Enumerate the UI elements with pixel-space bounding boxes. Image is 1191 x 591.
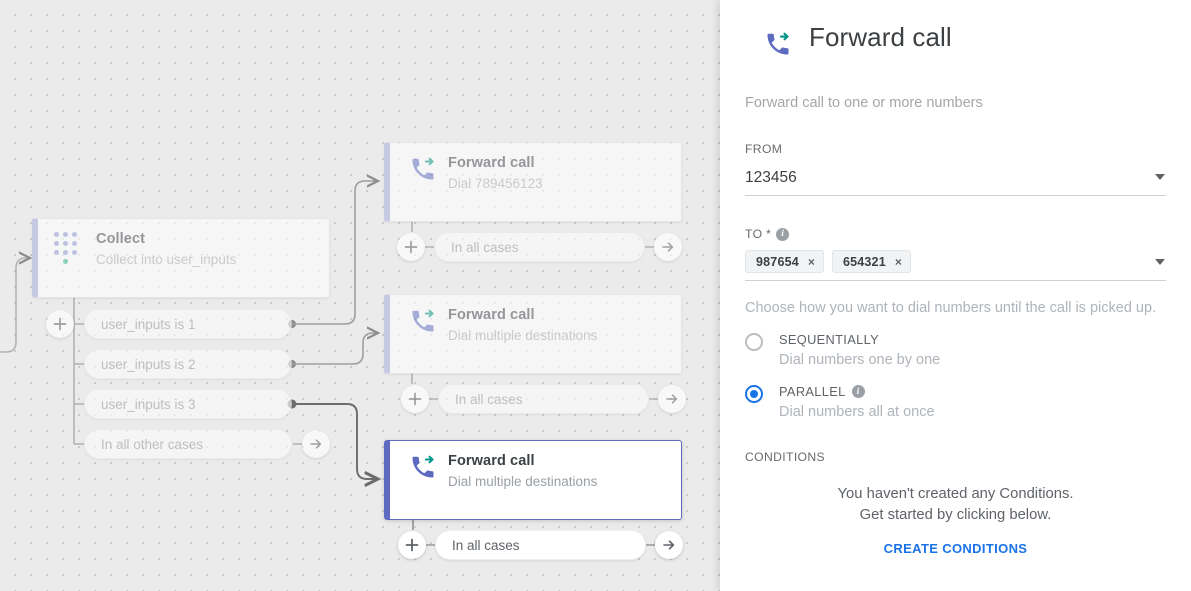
case-pill-2[interactable]: In all cases: [438, 384, 649, 414]
chevron-down-icon[interactable]: [1155, 259, 1165, 265]
empty-line-1: You haven't created any Conditions.: [837, 486, 1074, 502]
flow-canvas[interactable]: Collect Collect into user_inputs Forward…: [0, 0, 720, 591]
goto-button-1[interactable]: [654, 233, 682, 261]
case-label: In all cases: [451, 240, 519, 255]
case-label: In all cases: [452, 538, 520, 553]
dial-option-parallel[interactable]: PARALLEL i Dial numbers all at once: [745, 384, 1166, 420]
chevron-down-icon[interactable]: [1155, 174, 1165, 180]
create-conditions-link[interactable]: CREATE CONDITIONS: [883, 541, 1028, 556]
to-chip[interactable]: 654321 ×: [831, 250, 911, 273]
forward-call-icon: [408, 307, 438, 335]
from-value: 123456: [745, 169, 797, 186]
branch-label: user_inputs is 1: [101, 317, 196, 332]
dial-hint: Choose how you want to dial numbers unti…: [745, 300, 1157, 316]
forward-call-icon: [408, 155, 438, 183]
node-subtitle: Dial 789456123: [448, 176, 543, 191]
dialpad-icon: [54, 232, 84, 264]
close-icon[interactable]: ×: [807, 254, 815, 269]
goto-button-branch-other[interactable]: [302, 430, 330, 458]
node-subtitle: Dial multiple destinations: [448, 328, 598, 343]
add-step-button-1[interactable]: [397, 233, 425, 261]
branch-label: user_inputs is 2: [101, 357, 196, 372]
case-pill-3[interactable]: In all cases: [435, 530, 646, 560]
info-icon[interactable]: i: [851, 385, 865, 398]
node-title: Forward call: [448, 307, 535, 323]
chip-value: 987654: [756, 254, 799, 269]
dial-option-sequentially[interactable]: SEQUENTIALLY Dial numbers one by one: [745, 332, 1166, 368]
add-step-button-3[interactable]: [398, 531, 426, 559]
node-forward-call-1[interactable]: Forward call Dial 789456123: [384, 142, 682, 222]
goto-button-3[interactable]: [655, 531, 683, 559]
node-title: Forward call: [448, 155, 535, 171]
branch-pill-1[interactable]: user_inputs is 1: [84, 309, 292, 339]
goto-button-2[interactable]: [658, 385, 686, 413]
close-icon[interactable]: ×: [894, 254, 902, 269]
case-pill-1[interactable]: In all cases: [434, 232, 645, 262]
node-forward-call-2[interactable]: Forward call Dial multiple destinations: [384, 294, 682, 374]
radio-label: PARALLEL: [779, 384, 846, 399]
add-step-button-2[interactable]: [401, 385, 429, 413]
branch-label: In all other cases: [101, 437, 204, 452]
branch-pill-other[interactable]: In all other cases: [84, 429, 292, 459]
forward-call-properties-panel: Forward call Forward call to one or more…: [720, 0, 1191, 591]
radio-label-row: SEQUENTIALLY: [779, 332, 940, 347]
node-collect[interactable]: Collect Collect into user_inputs: [32, 218, 330, 298]
empty-line-2: Get started by clicking below.: [859, 507, 1052, 523]
conditions-label: CONDITIONS: [745, 450, 826, 464]
node-subtitle: Collect into user_inputs: [96, 252, 237, 267]
radio-sublabel: Dial numbers one by one: [779, 352, 941, 368]
panel-description: Forward call to one or more numbers: [745, 95, 983, 111]
radio-label-row: PARALLEL i: [779, 384, 935, 399]
to-multiselect[interactable]: 987654 × 654321 ×: [745, 250, 1166, 281]
forward-call-icon: [408, 453, 438, 481]
chip-value: 654321: [842, 254, 886, 269]
branch-pill-3[interactable]: user_inputs is 3: [84, 389, 292, 419]
node-subtitle: Dial multiple destinations: [448, 474, 598, 489]
branch-pill-2[interactable]: user_inputs is 2: [84, 349, 292, 379]
forward-call-icon: [763, 30, 793, 58]
to-chip-list: 987654 × 654321 ×: [745, 250, 1166, 275]
radio-sublabel: Dial numbers all at once: [779, 404, 935, 420]
info-icon[interactable]: i: [776, 227, 790, 241]
add-branch-button[interactable]: [46, 310, 74, 338]
conditions-empty-state: You haven't created any Conditions. Get …: [745, 484, 1166, 558]
from-label-text: FROM: [745, 142, 783, 156]
to-label: TO * i: [745, 227, 1166, 241]
panel-header: Forward call: [745, 22, 1166, 67]
radio-sequentially[interactable]: [745, 333, 763, 351]
from-select[interactable]: 123456: [745, 165, 1166, 196]
node-title: Forward call: [448, 453, 535, 469]
node-forward-call-3-selected[interactable]: Forward call Dial multiple destinations: [384, 440, 682, 520]
branch-label: user_inputs is 3: [101, 397, 196, 412]
radio-label: SEQUENTIALLY: [779, 332, 879, 347]
node-title: Collect: [96, 231, 146, 247]
to-label-text: TO *: [745, 227, 772, 241]
case-label: In all cases: [455, 392, 523, 407]
to-chip[interactable]: 987654 ×: [745, 250, 824, 273]
radio-parallel[interactable]: [745, 385, 763, 403]
page-title: Forward call: [809, 22, 952, 52]
from-label: FROM: [745, 142, 1166, 156]
